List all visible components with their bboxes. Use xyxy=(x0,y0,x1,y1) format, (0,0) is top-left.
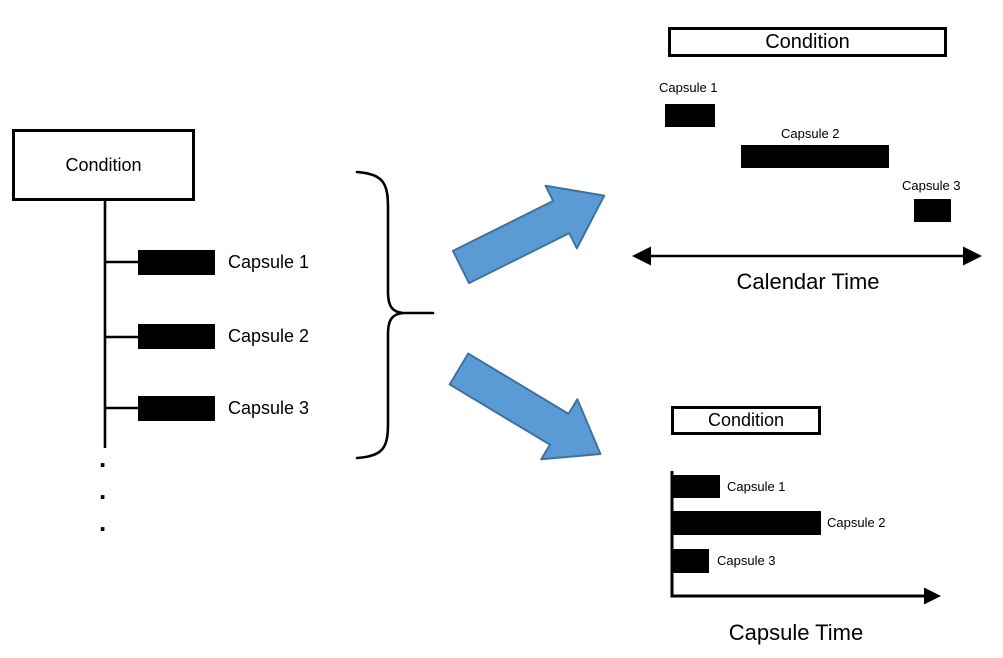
tree-connector-lines xyxy=(103,198,140,448)
calendar-capsule-2-bar xyxy=(741,145,889,168)
ellipsis-dot: . xyxy=(99,443,107,473)
capsule-time-axis-label: Capsule Time xyxy=(728,620,864,645)
tree-capsule-2-bar xyxy=(138,324,215,349)
grouping-brace xyxy=(355,170,435,460)
calendar-time-axis-label: Calendar Time xyxy=(736,269,880,294)
ellipsis-dot: . xyxy=(99,475,107,505)
arrow-to-capsule-view xyxy=(448,352,602,461)
condition-box-tree: Condition xyxy=(12,129,195,201)
condition-label: Condition xyxy=(707,410,785,430)
capsule-view-capsule-1-bar xyxy=(672,475,720,498)
capsule-view-capsule-2-bar xyxy=(672,511,821,535)
calendar-capsule-1-label: Capsule 1 xyxy=(659,80,718,95)
tree-capsule-1-bar xyxy=(138,250,215,275)
capsule-view-capsule-3-label: Capsule 3 xyxy=(717,553,776,568)
capsule-view-capsule-1-label: Capsule 1 xyxy=(727,479,786,494)
tree-capsule-3-label: Capsule 3 xyxy=(228,398,310,418)
condition-label: Condition xyxy=(65,154,142,175)
calendar-capsule-3-label: Capsule 3 xyxy=(902,178,961,193)
condition-label: Condition xyxy=(765,30,850,53)
condition-box-calendar-view: Condition xyxy=(668,27,947,57)
calendar-capsule-2-label: Capsule 2 xyxy=(781,126,840,141)
calendar-capsule-3-bar xyxy=(914,199,951,222)
tree-capsule-1-label: Capsule 1 xyxy=(228,252,310,272)
calendar-capsule-1-bar xyxy=(665,104,715,127)
condition-box-capsule-view: Condition xyxy=(671,406,821,435)
tree-capsule-3-bar xyxy=(138,396,215,421)
ellipsis-dot: . xyxy=(99,507,107,537)
capsule-view-capsule-2-label: Capsule 2 xyxy=(827,515,886,530)
arrow-to-calendar-view xyxy=(451,184,606,285)
tree-capsule-2-label: Capsule 2 xyxy=(228,326,310,346)
capsule-view-capsule-3-bar xyxy=(672,549,709,573)
calendar-time-axis-arrow xyxy=(632,246,982,266)
